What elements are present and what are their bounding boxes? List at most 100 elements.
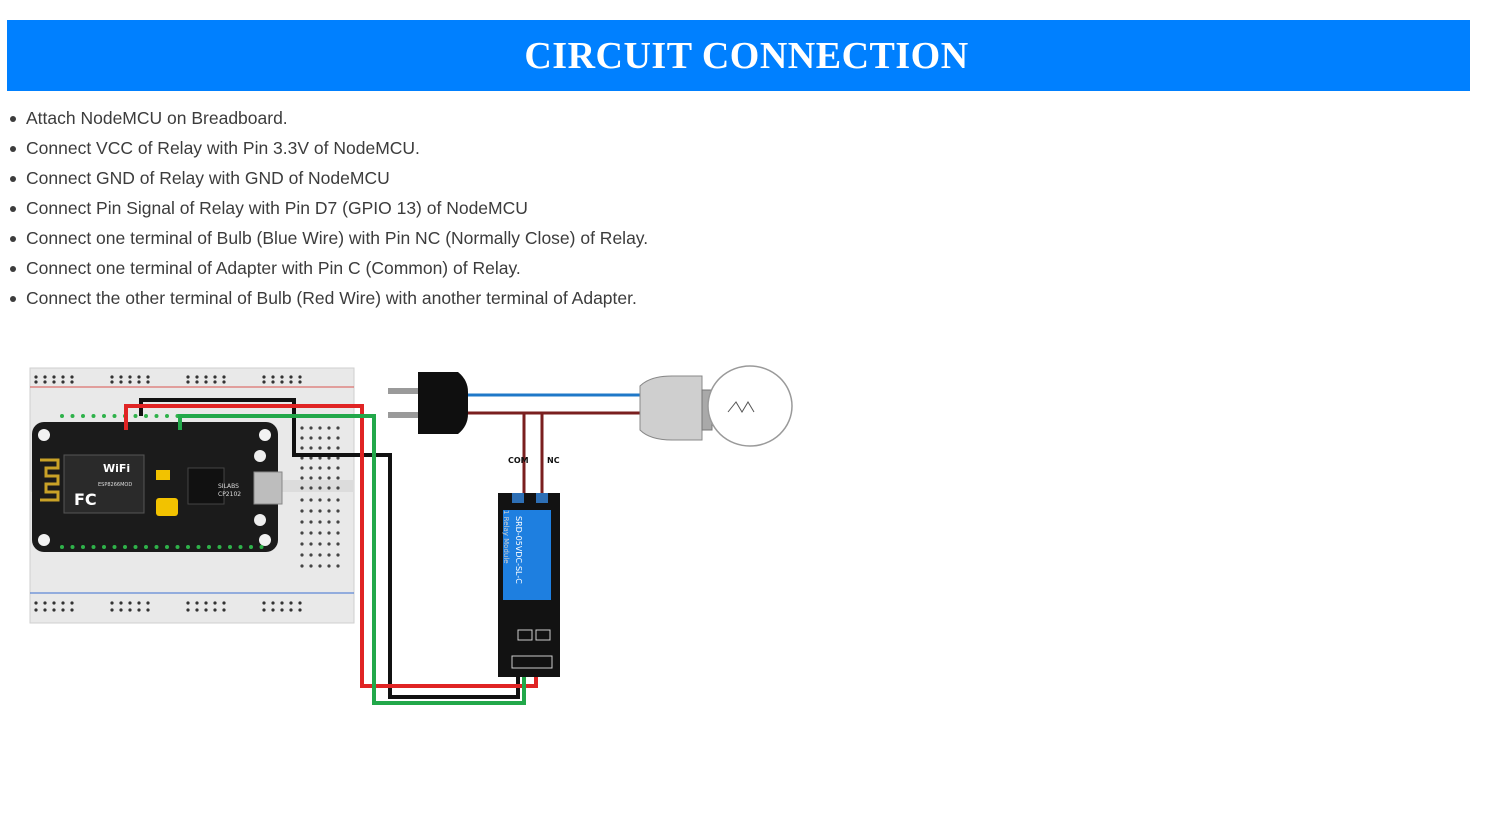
breadboard-hole: [34, 380, 38, 384]
nodemcu-board: WiFi FC ESP8266MOD SILABS CP2102: [32, 414, 283, 552]
breadboard-hole: [186, 380, 190, 384]
breadboard-hole: [318, 436, 322, 440]
breadboard-hole: [318, 542, 322, 546]
silabs-text: SILABS: [218, 483, 239, 490]
nodemcu-pin: [154, 414, 159, 418]
nodemcu-pin: [217, 545, 222, 549]
bulb: [639, 365, 793, 447]
breadboard-hole: [327, 466, 331, 470]
breadboard-hole: [318, 509, 322, 513]
relay-model-text: SRD-05VDC-SL-C: [514, 516, 523, 584]
breadboard-hole: [318, 446, 322, 450]
breadboard-hole: [336, 436, 340, 440]
breadboard-hole: [289, 601, 293, 605]
breadboard-hole: [300, 426, 304, 430]
breadboard-hole: [70, 375, 74, 379]
breadboard-hole: [262, 380, 266, 384]
relay-nc-label: NC: [547, 456, 560, 465]
breadboard-hole: [300, 553, 304, 557]
breadboard-hole: [336, 456, 340, 460]
breadboard-hole: [300, 542, 304, 546]
breadboard-hole: [213, 375, 217, 379]
breadboard-hole: [213, 601, 217, 605]
breadboard-hole: [289, 608, 293, 612]
nodemcu-pin: [207, 545, 211, 549]
breadboard-hole: [137, 380, 141, 384]
breadboard-hole: [128, 608, 132, 612]
nodemcu-pin: [133, 414, 138, 418]
breadboard-hole: [309, 466, 313, 470]
breadboard-hole: [298, 375, 302, 379]
breadboard-hole: [336, 531, 340, 535]
breadboard-hole: [61, 380, 65, 384]
cp2102-text: CP2102: [218, 491, 241, 498]
breadboard-hole: [336, 426, 340, 430]
breadboard-hole: [271, 380, 275, 384]
breadboard-hole: [300, 466, 304, 470]
breadboard-hole: [195, 601, 199, 605]
breadboard-hole: [327, 486, 331, 490]
breadboard-hole: [34, 608, 38, 612]
nodemcu-pin: [133, 545, 138, 549]
breadboard-hole: [213, 608, 217, 612]
breadboard-hole: [280, 380, 284, 384]
breadboard-hole: [70, 601, 74, 605]
nodemcu-pin: [91, 414, 96, 418]
breadboard-hole: [280, 375, 284, 379]
nodemcu-pin: [112, 545, 117, 549]
breadboard-hole: [110, 601, 114, 605]
breadboard-hole: [309, 486, 313, 490]
breadboard-hole: [318, 456, 322, 460]
breadboard-hole: [336, 520, 340, 524]
list-item: Attach NodeMCU on Breadboard.: [9, 104, 648, 134]
breadboard-holes: [34, 375, 340, 612]
breadboard-hole: [52, 380, 56, 384]
breadboard-hole: [137, 375, 141, 379]
breadboard-hole: [110, 375, 114, 379]
breadboard-hole: [186, 375, 190, 379]
breadboard-hole: [327, 531, 331, 535]
breadboard-hole: [336, 486, 340, 490]
breadboard-hole: [222, 380, 226, 384]
breadboard-hole: [298, 608, 302, 612]
breadboard-hole: [300, 456, 304, 460]
nodemcu-pin: [165, 545, 169, 549]
breadboard-hole: [186, 608, 190, 612]
breadboard-hole: [195, 608, 199, 612]
breadboard-hole: [204, 601, 208, 605]
relay-module-text: 1 Relay Module: [502, 510, 510, 564]
breadboard-hole: [34, 601, 38, 605]
nodemcu-pin: [112, 414, 117, 418]
breadboard-hole: [43, 380, 47, 384]
nodemcu-pin: [70, 414, 75, 418]
breadboard-hole: [300, 531, 304, 535]
chip-text: ESP8266MOD: [98, 482, 132, 488]
breadboard-hole: [300, 509, 304, 513]
breadboard-hole: [271, 375, 275, 379]
breadboard-hole: [128, 375, 132, 379]
breadboard-hole: [309, 498, 313, 502]
breadboard-hole: [280, 601, 284, 605]
wifi-logo-text: WiFi: [103, 462, 130, 475]
breadboard-hole: [327, 553, 331, 557]
breadboard-hole: [336, 476, 340, 480]
breadboard-hole: [119, 608, 123, 612]
breadboard-hole: [327, 476, 331, 480]
breadboard-hole: [262, 601, 266, 605]
breadboard-hole: [204, 375, 208, 379]
breadboard-hole: [318, 486, 322, 490]
list-item: Connect Pin Signal of Relay with Pin D7 …: [9, 194, 648, 224]
breadboard-hole: [262, 608, 266, 612]
nodemcu-pin: [175, 545, 180, 549]
breadboard-hole: [309, 476, 313, 480]
breadboard-hole: [300, 564, 304, 568]
breadboard-hole: [327, 436, 331, 440]
breadboard-hole: [70, 380, 74, 384]
breadboard-hole: [146, 601, 150, 605]
breadboard-hole: [309, 542, 313, 546]
wire-signal: [178, 414, 526, 705]
relay-com-label: COM: [508, 456, 529, 465]
breadboard-hole: [309, 436, 313, 440]
breadboard-hole: [318, 520, 322, 524]
breadboard-hole: [300, 436, 304, 440]
